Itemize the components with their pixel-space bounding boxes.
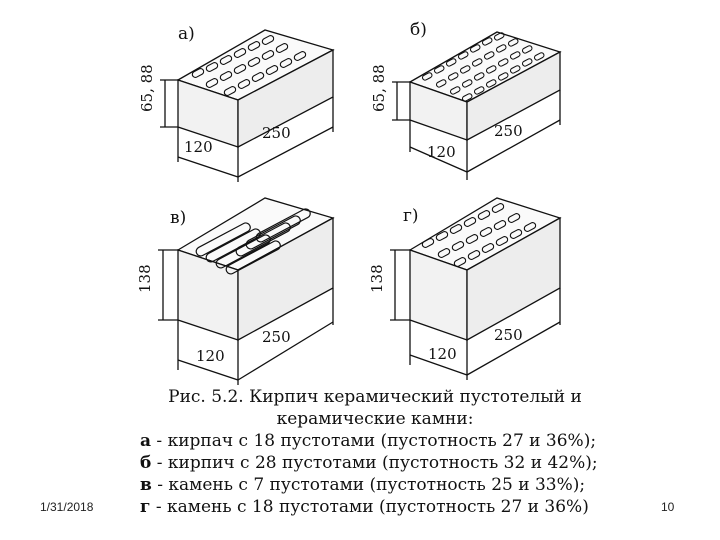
brick-b-width: 120	[427, 143, 456, 161]
page-number: 10	[661, 500, 675, 514]
brick-a-drawing	[160, 29, 335, 182]
caption-item-b-key: б	[140, 453, 152, 473]
caption-item-a-text: - кирпач с 18 пустотами (пустотность 27 …	[151, 431, 597, 451]
brick-d-drawing	[390, 197, 562, 380]
brick-a-width: 120	[184, 138, 213, 156]
caption-item-d-key: г	[140, 497, 151, 517]
brick-c-length: 250	[262, 328, 291, 346]
caption-item-d: г - камень с 18 пустотами (пустотность 2…	[140, 496, 610, 518]
brick-b-drawing	[392, 31, 562, 180]
caption-item-a: а - кирпач с 18 пустотами (пустотность 2…	[140, 430, 610, 452]
brick-d-width: 120	[428, 345, 457, 363]
brick-c-width: 120	[196, 347, 225, 365]
caption-item-b-text: - кирпич с 28 пустотами (пустотность 32 …	[151, 453, 598, 473]
brick-c-height: 138	[136, 264, 154, 293]
caption-item-a-key: а	[140, 431, 152, 451]
caption-item-b: б - кирпич с 28 пустотами (пустотность 3…	[140, 452, 610, 474]
brick-b-label: б)	[410, 20, 427, 40]
caption-item-c-text: - камень с 7 пустотами (пустотность 25 и…	[151, 475, 586, 495]
brick-a-height: 65, 88	[138, 64, 156, 112]
brick-a-label: а)	[178, 24, 195, 44]
figure-caption: Рис. 5.2. Кирпич керамический пустотелый…	[140, 386, 610, 518]
brick-b-length: 250	[494, 122, 523, 140]
caption-title-line2: керамические камни:	[276, 409, 474, 429]
caption-item-c-key: в	[140, 475, 152, 495]
caption-item-d-text: - камень с 18 пустотами (пустотность 27 …	[150, 497, 589, 517]
brick-c-label: в)	[170, 208, 187, 228]
brick-d-label: г)	[403, 206, 419, 226]
caption-item-c: в - камень с 7 пустотами (пустотность 25…	[140, 474, 610, 496]
brick-b-height: 65, 88	[370, 64, 388, 112]
brick-d-height: 138	[368, 264, 386, 293]
footer-date: 1/31/2018	[40, 500, 94, 514]
brick-d-length: 250	[494, 326, 523, 344]
caption-title-line1: Рис. 5.2. Кирпич керамический пустотелый…	[168, 387, 582, 407]
brick-c-drawing	[158, 197, 335, 385]
brick-a-length: 250	[262, 124, 291, 142]
